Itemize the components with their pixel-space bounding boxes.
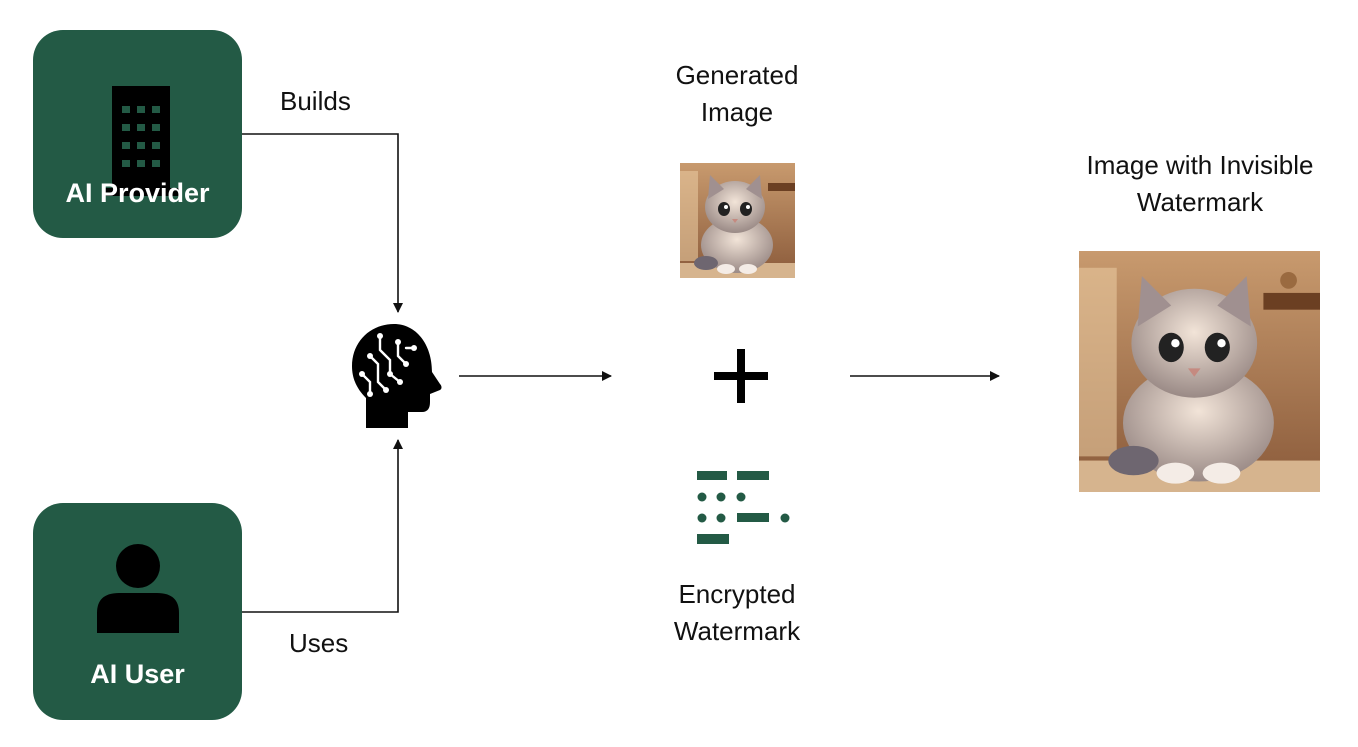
encrypted-watermark-caption-line1: Encrypted (678, 579, 796, 609)
watermarked-cat-image (1079, 251, 1320, 492)
result-caption-line1: Image with Invisible (1086, 150, 1314, 180)
uses-connector (242, 439, 403, 613)
person-icon (97, 544, 179, 633)
builds-connector (242, 133, 403, 313)
generated-cat-image (680, 163, 795, 278)
encrypted-watermark-caption-line2: Watermark (673, 616, 801, 646)
result-caption: Image with Invisible Watermark (1050, 147, 1350, 221)
ai-provider-box: AI Provider (33, 30, 242, 238)
cat-illustration-large (1079, 251, 1320, 492)
ai-brain-head-icon (352, 324, 442, 428)
uses-label: Uses (289, 628, 349, 658)
generated-image-caption-line1: Generated (675, 60, 799, 90)
builds-label: Builds (280, 86, 351, 116)
plus-icon (714, 349, 768, 403)
encrypted-watermark-icon (697, 471, 790, 544)
ai-provider-label: AI Provider (65, 178, 210, 208)
ai-user-label: AI User (90, 659, 185, 689)
generated-image-caption: Generated Image (637, 57, 837, 131)
result-caption-line2: Watermark (1136, 187, 1264, 217)
encrypted-watermark-caption: Encrypted Watermark (637, 576, 837, 650)
ai-user-box: AI User (33, 503, 242, 720)
cat-illustration-small (680, 163, 795, 278)
building-icon (103, 86, 179, 196)
generated-image-caption-line2: Image (700, 97, 774, 127)
